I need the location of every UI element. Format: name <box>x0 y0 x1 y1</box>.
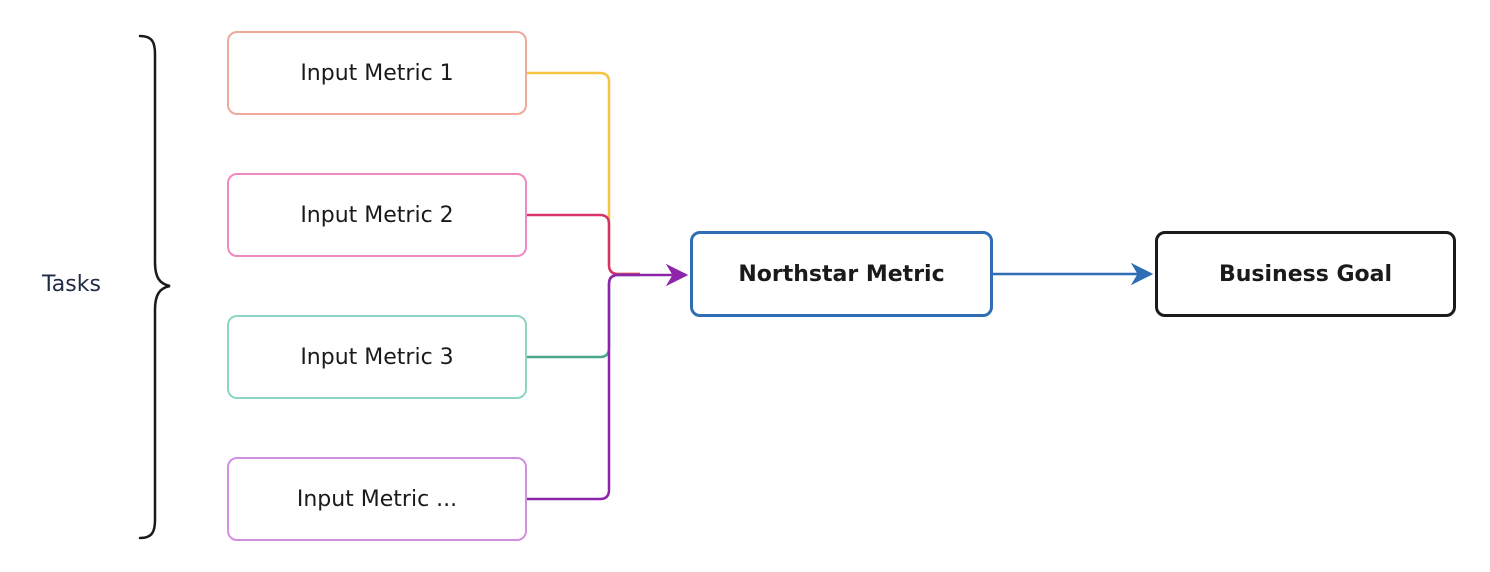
business-goal-box: Business Goal <box>1155 231 1456 317</box>
northstar-metric-label: Northstar Metric <box>738 261 945 287</box>
input-metric-2-box: Input Metric 2 <box>227 173 527 257</box>
input-metric-2-label: Input Metric 2 <box>300 202 454 228</box>
business-goal-label: Business Goal <box>1218 261 1393 287</box>
input-metric-1-box: Input Metric 1 <box>227 31 527 115</box>
connector-input-2 <box>527 213 640 276</box>
tasks-brace <box>138 34 171 540</box>
connector-input-1 <box>527 71 640 276</box>
input-metric-1-label: Input Metric 1 <box>300 60 454 86</box>
input-metric-more-box: Input Metric ... <box>227 457 527 541</box>
connector-input-4 <box>527 263 689 501</box>
input-metric-3-box: Input Metric 3 <box>227 315 527 399</box>
tasks-label: Tasks <box>42 272 101 297</box>
connector-input-3 <box>527 273 640 359</box>
northstar-metric-box: Northstar Metric <box>690 231 993 317</box>
input-metric-3-label: Input Metric 3 <box>300 344 454 370</box>
input-metric-more-label: Input Metric ... <box>296 486 458 512</box>
